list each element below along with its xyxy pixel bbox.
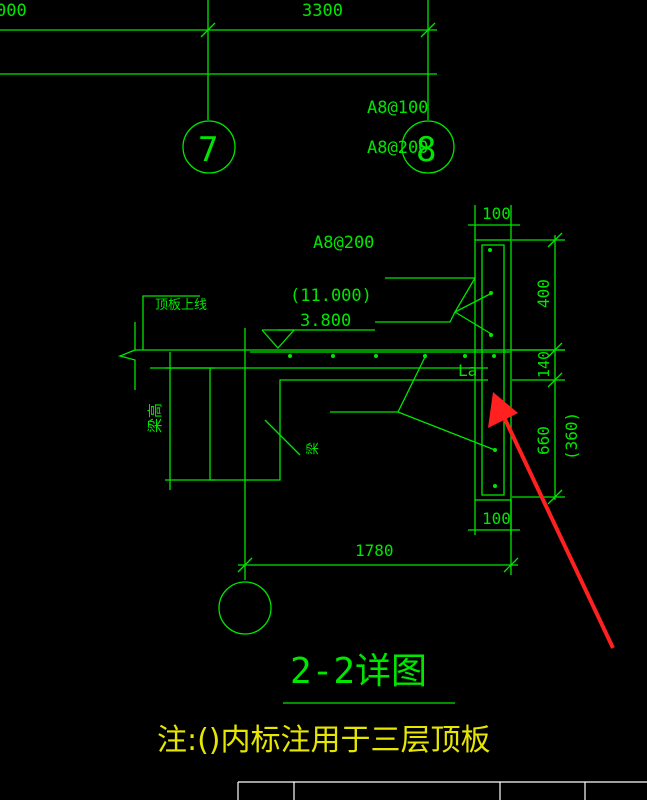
beam-height-label: 梁高 bbox=[146, 403, 164, 433]
top-dimension: 3300 000 bbox=[0, 0, 437, 120]
elevation-value: 3.800 bbox=[300, 311, 351, 331]
dim-140: 140 bbox=[535, 351, 553, 378]
dim-360: (360) bbox=[562, 412, 581, 460]
red-annotation-arrow bbox=[488, 392, 615, 649]
section-outline bbox=[117, 205, 565, 635]
dim-660: 660 bbox=[534, 426, 553, 455]
title-block-corner bbox=[237, 781, 647, 800]
elevation-value-bracket: (11.000) bbox=[290, 286, 372, 306]
dim-1780: 1780 bbox=[355, 541, 394, 560]
grid-axis-8: 8 bbox=[401, 120, 455, 174]
dim-top-100: 100 bbox=[482, 204, 511, 223]
rebar-note-a8-100: A8@100 bbox=[367, 98, 428, 118]
beam-label: 梁 bbox=[306, 442, 321, 455]
note-text: 注:()内标注用于三层顶板 bbox=[157, 723, 491, 758]
grid-label-8: 8 bbox=[416, 130, 436, 170]
dim-bottom-100: 100 bbox=[482, 509, 511, 528]
dim-400: 400 bbox=[534, 279, 553, 308]
anchor-label-la: La bbox=[458, 361, 477, 380]
rebar-note-a8-200-mid: A8@200 bbox=[313, 233, 374, 253]
grid-axis-7: 7 bbox=[182, 120, 236, 174]
section-title: 2-2详图 bbox=[290, 651, 427, 692]
dim-partial-left: 000 bbox=[0, 1, 27, 21]
grid-label-7: 7 bbox=[198, 130, 218, 170]
rebar-note-a8-200-top: A8@200 bbox=[367, 138, 428, 158]
dim-3300: 3300 bbox=[302, 1, 343, 21]
elevation-label: 顶板上线 bbox=[155, 298, 207, 313]
